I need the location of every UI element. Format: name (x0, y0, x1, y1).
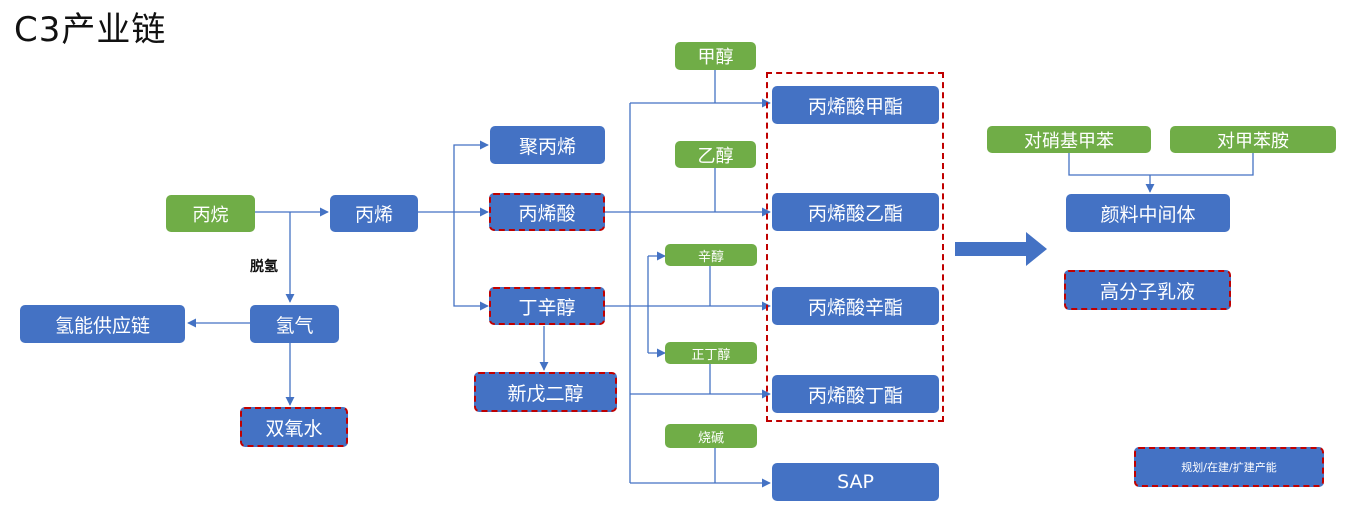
node-propane: 丙烷 (166, 195, 255, 232)
node-octanol-butanol: 丁辛醇 (489, 287, 605, 325)
node-neopentyl-glycol: 新戊二醇 (474, 372, 617, 412)
node-polypropylene: 聚丙烯 (490, 126, 605, 164)
node-methyl-acrylate: 丙烯酸甲酯 (772, 86, 939, 124)
node-ethyl-acrylate: 丙烯酸乙酯 (772, 193, 939, 231)
node-caustic-soda: 烧碱 (665, 424, 757, 448)
edge-propylene-polypropylene (453, 140, 489, 212)
node-hydrogen-peroxide: 双氧水 (240, 407, 348, 447)
node-p-nitrotoluene: 对硝基甲苯 (987, 126, 1151, 153)
edge-ptd (1150, 153, 1254, 176)
node-pigment-intermediate: 颜料中间体 (1066, 194, 1230, 232)
node-acrylic-acid: 丙烯酸 (489, 193, 605, 231)
legend-planned: 规划/在建/扩建产能 (1134, 447, 1324, 487)
node-p-toluidine: 对甲苯胺 (1170, 126, 1336, 153)
node-polymer-emulsion: 高分子乳液 (1064, 270, 1231, 310)
node-n-butanol: 正丁醇 (665, 342, 757, 364)
label-dehydrogenation: 脱氢 (250, 259, 278, 275)
node-hydrogen-chain: 氢能供应链 (20, 305, 185, 343)
node-methanol: 甲醇 (675, 42, 756, 70)
node-ethanol: 乙醇 (675, 141, 756, 168)
node-octanol: 辛醇 (665, 244, 757, 266)
page-title: C3产业链 (14, 10, 167, 50)
node-octyl-acrylate: 丙烯酸辛酯 (772, 287, 939, 325)
node-sap: SAP (772, 463, 939, 501)
edge-propylene-octbutanol (453, 212, 489, 311)
edge-pnt (1068, 153, 1150, 176)
node-butyl-acrylate: 丙烯酸丁酯 (772, 375, 939, 413)
node-hydrogen: 氢气 (250, 305, 339, 343)
acrylate-group-box (766, 72, 944, 422)
node-propylene: 丙烯 (330, 195, 418, 232)
big-arrow (955, 232, 1047, 266)
